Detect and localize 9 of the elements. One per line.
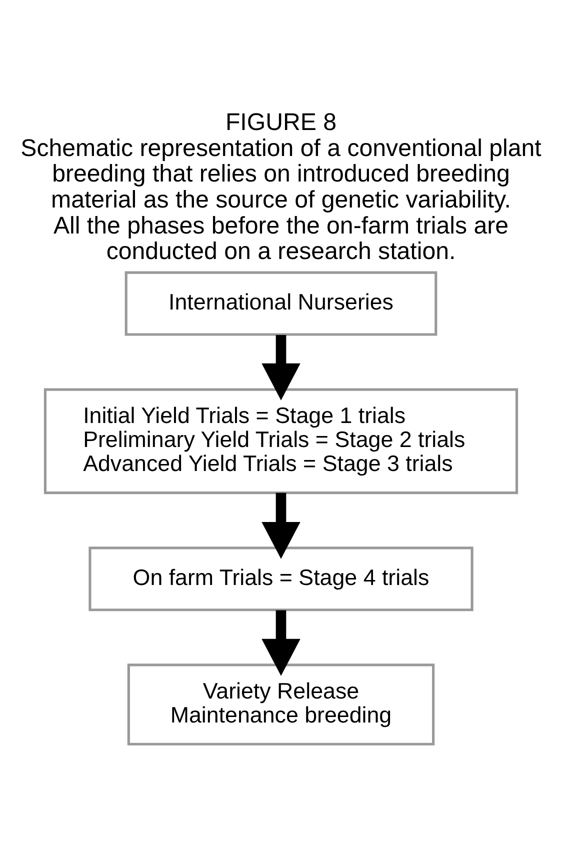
arrow (262, 610, 300, 676)
diagram-title: FIGURE 8 (225, 109, 337, 136)
arrow (262, 335, 300, 400)
node-box: International Nurseries (124, 271, 438, 336)
arrow (262, 492, 300, 559)
node-box: Variety Release Maintenance breeding (127, 664, 435, 746)
caption: Schematic representation of a conventional plant breeding that relies on introduced breeding material as the source of genetic variability. All the phases before the on-farm trials are conducted on a research station. (20, 134, 542, 266)
node-box: On farm Trials = Stage 4 trials (88, 546, 474, 612)
node-box: Initial Yield Trials = Stage 1 trials Preliminary Yield Trials = Stage 2 trials Advanced Yield Trials = Stage 3 trials (44, 388, 518, 494)
